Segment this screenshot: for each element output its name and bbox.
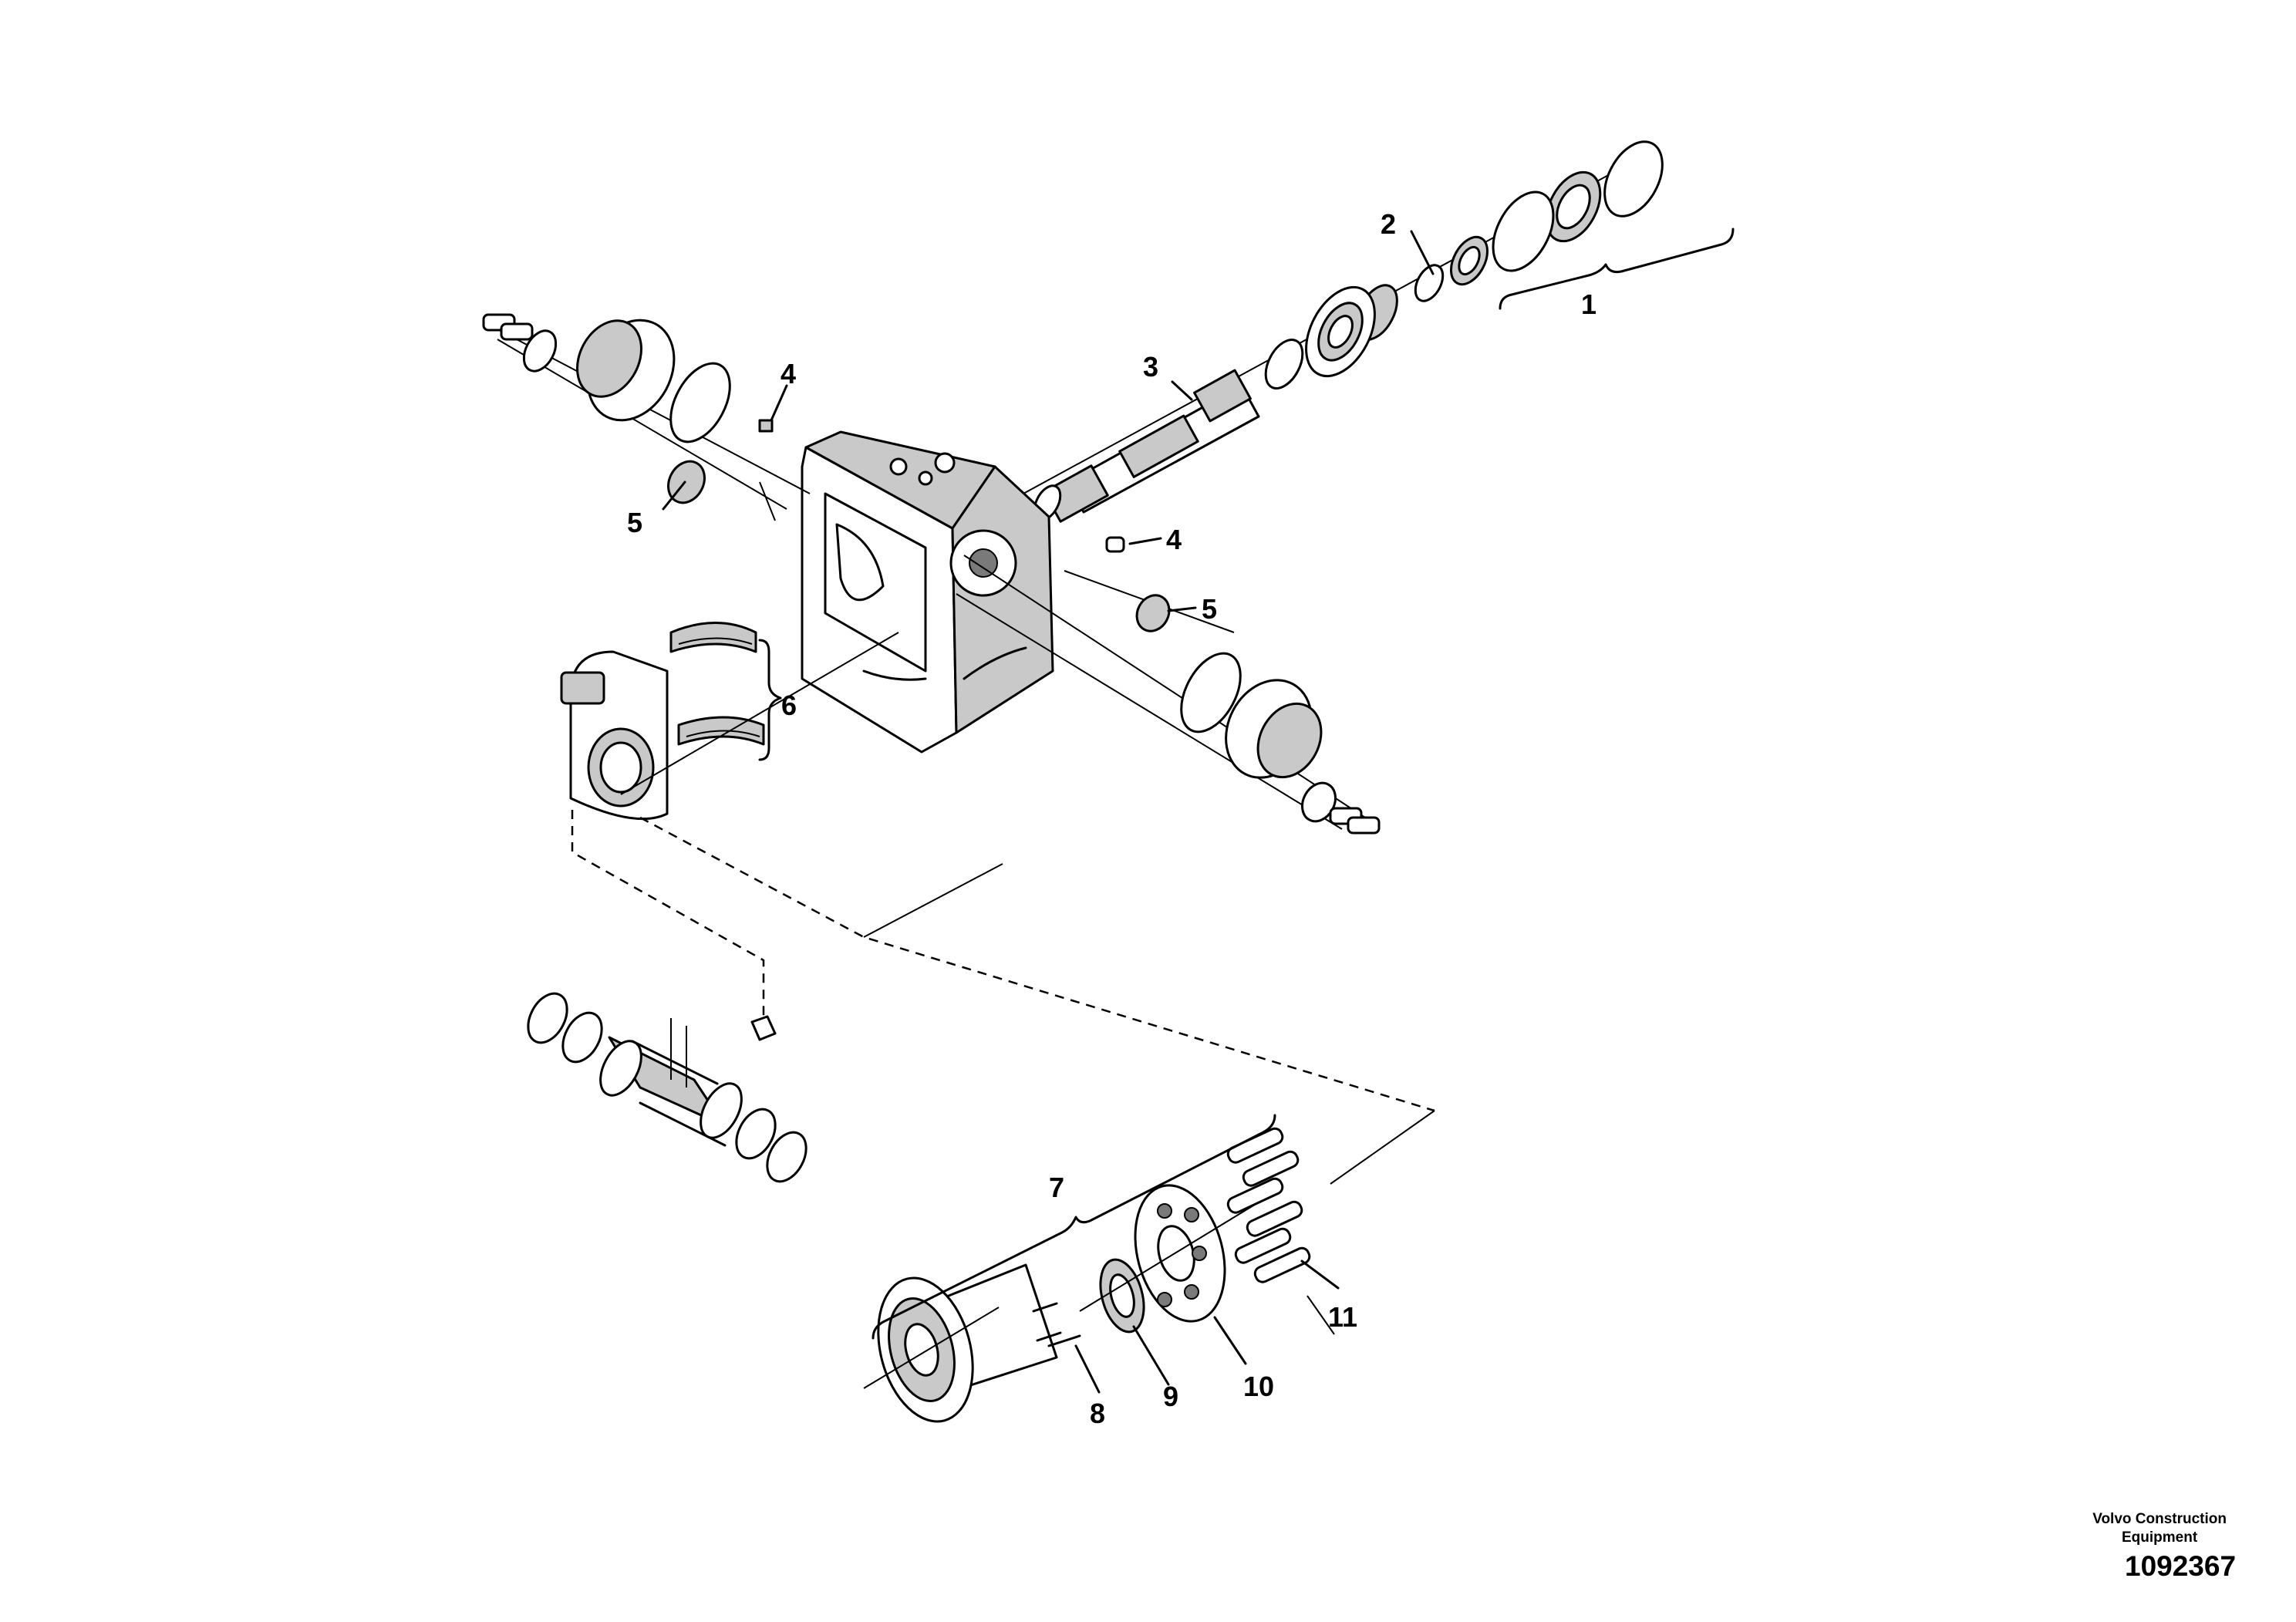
- retainer-plate: [1079, 1184, 1258, 1323]
- snap-ring: [1414, 264, 1445, 302]
- lower-servo-parts: [1105, 536, 1381, 835]
- piston-set: [1226, 1127, 1335, 1335]
- rotating-group: [863, 1263, 1058, 1423]
- brand-name-line1: Volvo Construction: [2092, 1511, 2227, 1527]
- document-number: 1092367: [2125, 1550, 2237, 1582]
- bracket-group-6: [758, 639, 782, 761]
- brand-name-line2: Equipment: [2122, 1529, 2198, 1546]
- retaining-pins: [1032, 1302, 1081, 1347]
- callout-5-left: 5: [627, 507, 642, 538]
- shaft-seal-kit: [1450, 140, 1664, 286]
- control-valve: [527, 992, 807, 1183]
- callout-7: 7: [1049, 1172, 1064, 1203]
- brand-block: Volvo Construction Equipment: [2092, 1510, 2227, 1547]
- callout-labels: 1 2 3 4 4 5 5 6 7 8 9 10 11: [627, 208, 1596, 1429]
- upper-servo-parts: [482, 313, 774, 504]
- callout-10: 10: [1243, 1371, 1274, 1402]
- bracket-group-7: [872, 1114, 1276, 1340]
- callout-4-lower: 4: [1166, 524, 1182, 555]
- shaft-bearing: [1264, 284, 1398, 389]
- callout-2: 2: [1381, 208, 1396, 240]
- dashed-connectors: [571, 810, 1435, 1185]
- bracket-group-1: [1499, 228, 1735, 310]
- callout-1: 1: [1581, 288, 1596, 320]
- leader-lines: [662, 230, 1435, 1394]
- drive-shaft: [1033, 369, 1260, 523]
- callout-6: 6: [781, 690, 797, 721]
- callout-5-right: 5: [1202, 593, 1217, 625]
- swash-plate: [560, 632, 899, 821]
- cradle-bearings: [669, 622, 765, 746]
- callout-8: 8: [1090, 1398, 1105, 1429]
- callout-3: 3: [1143, 351, 1158, 383]
- callout-11: 11: [1328, 1301, 1357, 1333]
- spherical-bushing: [1099, 1258, 1145, 1334]
- callout-4-upper: 4: [781, 358, 796, 389]
- callout-9: 9: [1163, 1381, 1178, 1412]
- pump-housing: [801, 430, 1054, 754]
